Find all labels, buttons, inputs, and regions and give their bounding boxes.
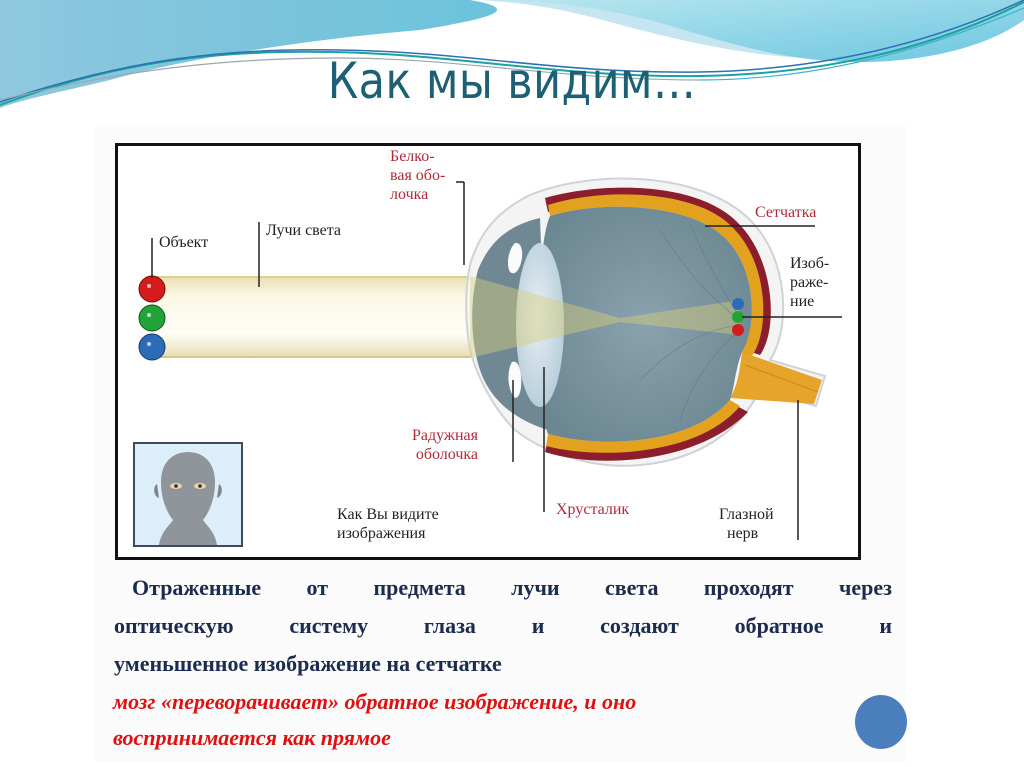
face-icon [154, 452, 222, 545]
light-beam [152, 276, 472, 358]
retina-image-balls [732, 298, 744, 336]
label-sclera: Белко- вая обо- лочка [390, 148, 446, 203]
label-image: Изоб- раже- ние [790, 255, 830, 310]
iris-lower [508, 361, 522, 398]
refracted-rays [470, 276, 740, 358]
header-wave-decoration [0, 0, 1024, 108]
label-how-you-see: Как Вы видите изображения [337, 506, 439, 542]
perceived-face-image [133, 442, 243, 547]
label-retina: Сетчатка [755, 204, 817, 221]
lens [516, 243, 564, 407]
explanation-line-1: Отраженные от предмета лучи света проход… [132, 575, 892, 600]
explanation-line-3: уменьшенное изображение на сетчатке [114, 651, 502, 676]
brain-note-line-1: мозг «переворачивает» обратное изображен… [113, 689, 637, 714]
slide-title: Как мы видим… [327, 52, 697, 110]
label-lens: Хрусталик [556, 501, 630, 518]
explanation-text: Отраженные от предмета лучи света проход… [114, 575, 892, 685]
brain-note-line-2: воспринимается как прямое [113, 725, 391, 750]
blue-circle-decoration [855, 695, 907, 749]
label-optic-nerve: Глазной нерв [719, 506, 774, 542]
label-light-rays: Лучи света [266, 222, 342, 239]
leader-lines [151, 181, 842, 540]
object-balls [138, 275, 166, 361]
explanation-line-2: оптическую системy глаза и создают обрат… [114, 613, 892, 638]
label-object: Объект [159, 234, 209, 251]
iris-upper [507, 242, 523, 274]
label-iris: Радужная оболочка [412, 427, 479, 463]
eyeball [465, 177, 827, 467]
